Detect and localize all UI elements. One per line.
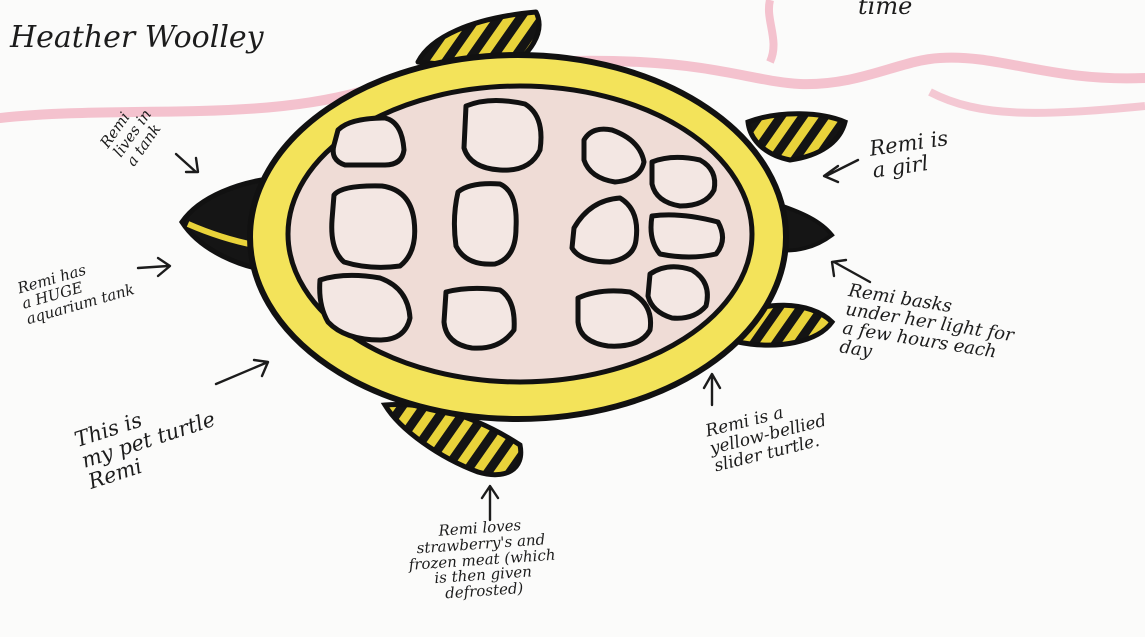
arrow-icon xyxy=(138,258,170,276)
top-fragment-text: time xyxy=(858,0,912,19)
arrow-icon xyxy=(824,160,858,182)
arrow-icon xyxy=(832,260,870,282)
author-name: Heather Woolley xyxy=(10,22,264,54)
arrow-icon xyxy=(216,360,268,384)
pink-wave-vertical xyxy=(769,0,774,62)
pink-wave-right xyxy=(930,92,1145,113)
front-right-leg xyxy=(748,114,845,160)
arrow-icon xyxy=(176,154,198,172)
annotation-food: Remi loves strawberry's and frozen meat … xyxy=(406,516,558,605)
arrow-icon xyxy=(704,374,720,405)
arrow-icon xyxy=(482,486,498,520)
